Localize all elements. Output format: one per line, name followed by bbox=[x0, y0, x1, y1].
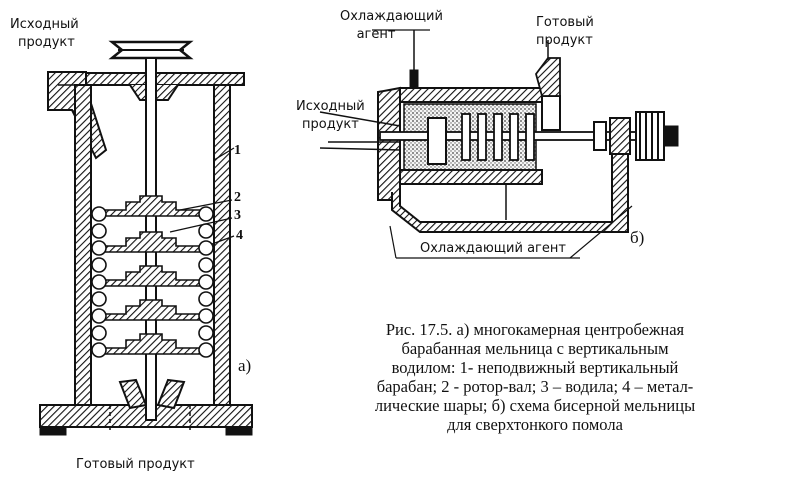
carrier-plate bbox=[99, 195, 207, 217]
metal-ball bbox=[91, 223, 107, 239]
metal-ball bbox=[91, 325, 107, 341]
a-input-label-line1: Исходный bbox=[10, 17, 79, 32]
metal-ball bbox=[91, 308, 107, 324]
drive-pulley-b bbox=[635, 111, 679, 161]
metal-ball bbox=[198, 257, 214, 273]
b-coolant-top-line2: агент bbox=[356, 27, 396, 42]
b-product-top-line2: продукт bbox=[536, 33, 593, 48]
drive-pulley bbox=[108, 40, 194, 60]
caption-line: лические шары; б) схема бисерной мельниц… bbox=[374, 396, 696, 415]
b-coolant-bottom-label: Охлаждающий агент bbox=[420, 241, 566, 256]
carrier-plate bbox=[99, 231, 207, 253]
b-coolant-top-line1: Охлаждающий bbox=[340, 9, 443, 24]
metal-ball bbox=[198, 308, 214, 324]
figure-caption: Рис. 17.5. а) многокамерная центробежная… bbox=[300, 320, 770, 434]
part-number-2: 2 bbox=[234, 190, 241, 205]
metal-ball bbox=[198, 223, 214, 239]
metal-ball bbox=[91, 291, 107, 307]
carrier-plate bbox=[99, 265, 207, 287]
caption-line: для сверхтонкого помола bbox=[447, 415, 623, 434]
a-input-label-line2: продукт bbox=[18, 35, 75, 50]
drum-right-wall bbox=[213, 84, 231, 406]
drum-mill-a bbox=[39, 40, 253, 436]
coolant-jacket-bottom bbox=[399, 169, 543, 185]
part-number-1: 1 bbox=[234, 143, 241, 158]
a-output-label: Готовый продукт bbox=[76, 457, 195, 472]
part-number-3: 3 bbox=[234, 208, 241, 223]
drum-left-wall bbox=[74, 84, 92, 406]
metal-ball bbox=[198, 206, 214, 222]
metal-ball bbox=[198, 291, 214, 307]
metal-ball bbox=[198, 325, 214, 341]
part-number-4: 4 bbox=[236, 228, 243, 243]
caption-line: барабан; 2 - ротор-вал; 3 – водила; 4 – … bbox=[376, 377, 694, 396]
b-input-label-line2: продукт bbox=[302, 117, 359, 132]
bead-mill-b bbox=[319, 29, 679, 259]
part-a-label: а) bbox=[238, 356, 252, 375]
caption-line: барабанная мельница с вертикальным bbox=[401, 339, 669, 358]
b-product-top-line1: Готовый bbox=[536, 15, 594, 30]
agitator-disc bbox=[509, 113, 519, 161]
metal-ball bbox=[91, 206, 107, 222]
metal-ball bbox=[91, 342, 107, 358]
agitator-disc bbox=[477, 113, 487, 161]
bead-mill-housing bbox=[377, 86, 401, 201]
agitator-discs bbox=[461, 113, 535, 161]
metal-ball bbox=[91, 257, 107, 273]
coolant-jacket-top bbox=[399, 87, 543, 103]
caption-line: Рис. 17.5. а) многокамерная центробежная bbox=[385, 320, 685, 339]
agitator-disc bbox=[525, 113, 535, 161]
metal-ball bbox=[198, 342, 214, 358]
metal-ball bbox=[198, 240, 214, 256]
caption-line: водилом: 1- неподвижный вертикальный bbox=[391, 358, 679, 377]
carrier-chambers bbox=[91, 195, 214, 358]
metal-ball bbox=[198, 274, 214, 290]
agitator-disc bbox=[493, 113, 503, 161]
carrier-plate bbox=[99, 299, 207, 321]
agitator-disc bbox=[461, 113, 471, 161]
metal-ball bbox=[91, 274, 107, 290]
carrier-plate bbox=[99, 333, 207, 355]
part-b-label: б) bbox=[630, 228, 645, 247]
metal-ball bbox=[91, 240, 107, 256]
b-input-label-line1: Исходный bbox=[296, 99, 365, 114]
